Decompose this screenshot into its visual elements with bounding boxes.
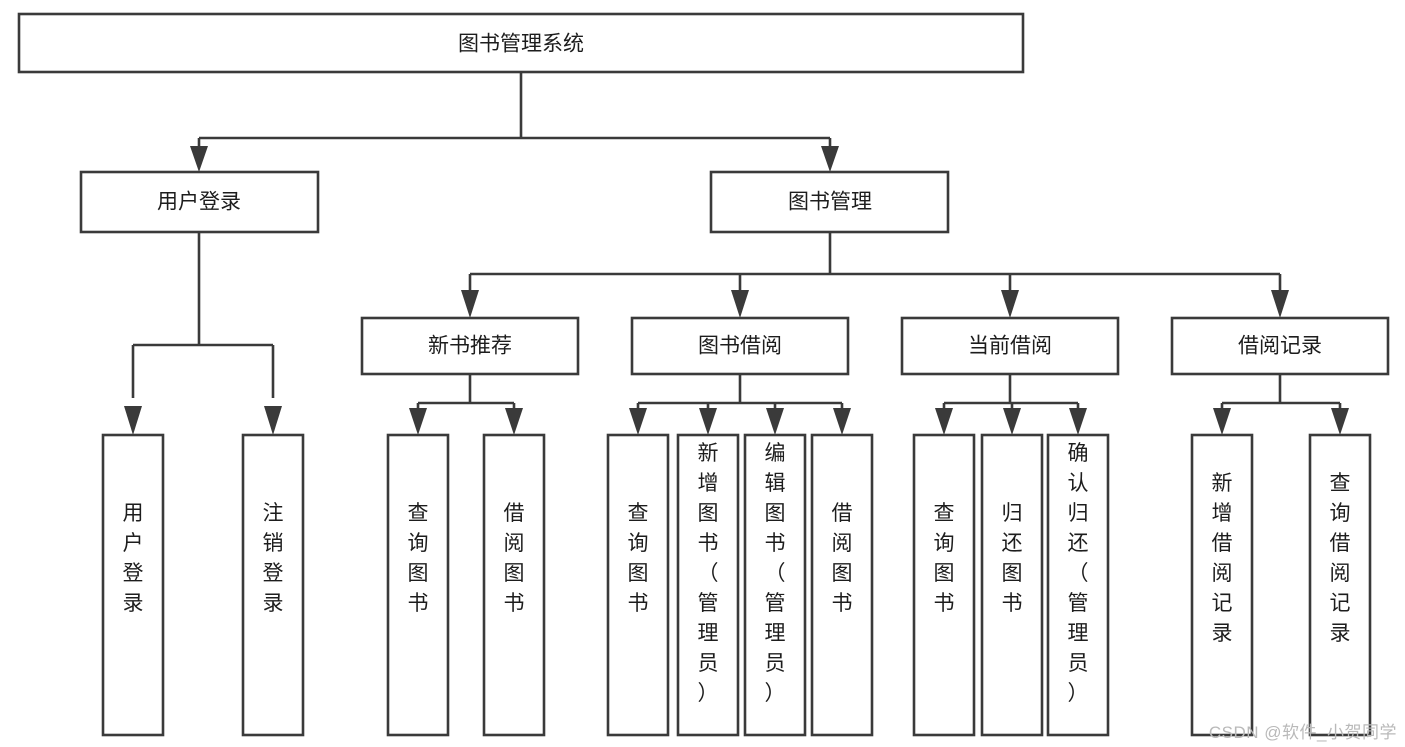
node-user-login[interactable]: 用户登录: [79, 170, 320, 234]
node-new-book-rec[interactable]: 新书推荐: [360, 316, 580, 376]
node-leaf-confirm-return[interactable]: 确认归还（管理员）: [1046, 433, 1110, 737]
arrow-head-book-manage: [821, 146, 839, 172]
node-leaf-borrow-book-1-box[interactable]: [482, 433, 546, 737]
arrow-head-user-login: [190, 146, 208, 172]
node-leaf-query-record[interactable]: 查询借阅记录: [1308, 433, 1372, 737]
arrow-head-leaf-add-book: [699, 408, 717, 435]
node-leaf-borrow-book-1-label: 借阅图书: [504, 502, 525, 615]
node-root-label: 图书管理系统: [458, 33, 584, 56]
node-leaf-logout-box[interactable]: [241, 433, 305, 737]
node-current-borrow-label: 当前借阅: [968, 335, 1052, 358]
node-leaf-query-book-1-label: 查询图书: [408, 502, 429, 615]
node-leaf-query-record-box[interactable]: [1308, 433, 1372, 737]
node-borrow-record-box[interactable]: [1170, 316, 1390, 376]
arrow-head-leaf-query-record: [1331, 408, 1349, 435]
node-leaf-query-book-1[interactable]: 查询图书: [386, 433, 450, 737]
node-leaf-confirm-return-box[interactable]: [1046, 433, 1110, 737]
node-leaf-add-record-box[interactable]: [1190, 433, 1254, 737]
node-leaf-query-book-3-label: 查询图书: [934, 502, 955, 615]
node-leaf-return-book-box[interactable]: [980, 433, 1044, 737]
node-user-login-label: 用户登录: [157, 191, 241, 214]
node-user-login-box[interactable]: [79, 170, 320, 234]
connector-layer: [124, 72, 1349, 435]
node-leaf-add-book-box[interactable]: [676, 433, 740, 737]
arrow-head-book-borrow: [731, 290, 749, 318]
node-root[interactable]: 图书管理系统: [17, 12, 1025, 74]
node-leaf-add-record-label: 新增借阅记录: [1212, 472, 1233, 645]
node-book-borrow-label: 图书借阅: [698, 335, 782, 358]
node-borrow-record-label: 借阅记录: [1238, 335, 1322, 358]
node-book-manage[interactable]: 图书管理: [709, 170, 950, 234]
node-new-book-rec-label: 新书推荐: [428, 335, 512, 358]
arrow-head-leaf-borrow-book-2: [833, 408, 851, 435]
node-leaf-user-login-box[interactable]: [101, 433, 165, 737]
arrow-head-current-borrow: [1001, 290, 1019, 318]
node-leaf-confirm-return-label: 确认归还（管理员）: [1068, 442, 1089, 705]
node-leaf-logout[interactable]: 注销登录: [241, 433, 305, 737]
watermark: CSDN @软件_小贺同学: [1208, 723, 1397, 742]
node-leaf-query-book-3[interactable]: 查询图书: [912, 433, 976, 737]
arrow-head-leaf-return-book: [1003, 408, 1021, 435]
arrow-head-leaf-query-book-2: [629, 408, 647, 435]
node-leaf-query-book-1-box[interactable]: [386, 433, 450, 737]
node-borrow-record[interactable]: 借阅记录: [1170, 316, 1390, 376]
node-new-book-rec-box[interactable]: [360, 316, 580, 376]
arrow-head-leaf-query-book-1: [409, 408, 427, 435]
node-current-borrow[interactable]: 当前借阅: [900, 316, 1120, 376]
arrow-head-leaf-query-book-3: [935, 408, 953, 435]
node-leaf-borrow-book-2-box[interactable]: [810, 433, 874, 737]
arrow-head-leaf-user-login: [124, 406, 142, 435]
node-leaf-borrow-book-2[interactable]: 借阅图书: [810, 433, 874, 737]
node-leaf-borrow-book-2-label: 借阅图书: [832, 502, 853, 615]
node-leaf-borrow-book-1[interactable]: 借阅图书: [482, 433, 546, 737]
node-leaf-edit-book-box[interactable]: [743, 433, 807, 737]
node-leaf-edit-book-label: 编辑图书（管理员）: [765, 442, 786, 705]
arrow-head-leaf-logout: [264, 406, 282, 435]
arrow-head-leaf-borrow-book-1: [505, 408, 523, 435]
node-leaf-add-book-label: 新增图书（管理员）: [698, 442, 719, 705]
arrow-head-leaf-add-record: [1213, 408, 1231, 435]
arrow-head-new-book-rec: [461, 290, 479, 318]
arrow-head-leaf-confirm-return: [1069, 408, 1087, 435]
node-leaf-query-book-2-label: 查询图书: [628, 502, 649, 615]
node-leaf-logout-label: 注销登录: [263, 502, 284, 615]
node-book-borrow[interactable]: 图书借阅: [630, 316, 850, 376]
node-leaf-query-record-label: 查询借阅记录: [1330, 472, 1351, 645]
node-leaf-edit-book[interactable]: 编辑图书（管理员）: [743, 433, 807, 737]
arrow-head-leaf-edit-book: [766, 408, 784, 435]
node-leaf-query-book-3-box[interactable]: [912, 433, 976, 737]
node-leaf-user-login-label: 用户登录: [123, 502, 144, 615]
node-leaf-add-book[interactable]: 新增图书（管理员）: [676, 433, 740, 737]
node-leaf-return-book[interactable]: 归还图书: [980, 433, 1044, 737]
node-leaf-add-record[interactable]: 新增借阅记录: [1190, 433, 1254, 737]
node-leaf-query-book-2-box[interactable]: [606, 433, 670, 737]
arrow-head-borrow-record: [1271, 290, 1289, 318]
node-leaf-return-book-label: 归还图书: [1002, 502, 1023, 615]
node-book-manage-box[interactable]: [709, 170, 950, 234]
node-leaf-user-login[interactable]: 用户登录: [101, 433, 165, 737]
node-leaf-query-book-2[interactable]: 查询图书: [606, 433, 670, 737]
node-book-borrow-box[interactable]: [630, 316, 850, 376]
node-current-borrow-box[interactable]: [900, 316, 1120, 376]
node-book-manage-label: 图书管理: [788, 191, 872, 214]
node-root-box[interactable]: [17, 12, 1025, 74]
